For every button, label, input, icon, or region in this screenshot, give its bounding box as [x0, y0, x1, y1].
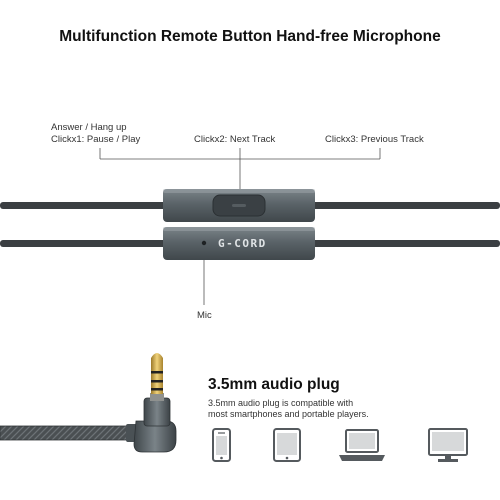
brand-logo: G-CORD — [218, 237, 267, 250]
remote-button-body — [163, 189, 315, 222]
plug-description-line1: 3.5mm audio plug is compatible with — [208, 398, 354, 408]
page-title: Multifunction Remote Button Hand-free Mi… — [59, 28, 441, 45]
plug-description: 3.5mm audio plug is compatible with most… — [208, 398, 408, 420]
mic-hole-icon — [201, 240, 207, 246]
tablet-icon — [273, 428, 301, 462]
remote-mic-body — [163, 227, 315, 260]
mic-label: Mic — [197, 310, 212, 321]
callout-lines — [99, 148, 381, 305]
plug-description-line2: most smartphones and portable players. — [208, 409, 369, 419]
click2-label: Clickx2: Next Track — [194, 134, 276, 145]
plug-title: 3.5mm audio plug — [208, 376, 340, 393]
gold-audio-plug — [150, 353, 164, 401]
laptop-icon — [339, 429, 385, 461]
click1-label: Clickx1: Pause / Play — [51, 134, 141, 145]
device-icons — [212, 428, 468, 462]
click3-label: Clickx3: Previous Track — [325, 134, 424, 145]
smartphone-icon — [212, 428, 231, 462]
answer-hangup-label: Answer / Hang up — [51, 122, 127, 133]
plug-elbow-housing — [133, 397, 177, 453]
monitor-icon — [428, 428, 468, 462]
braided-cable — [0, 425, 133, 441]
